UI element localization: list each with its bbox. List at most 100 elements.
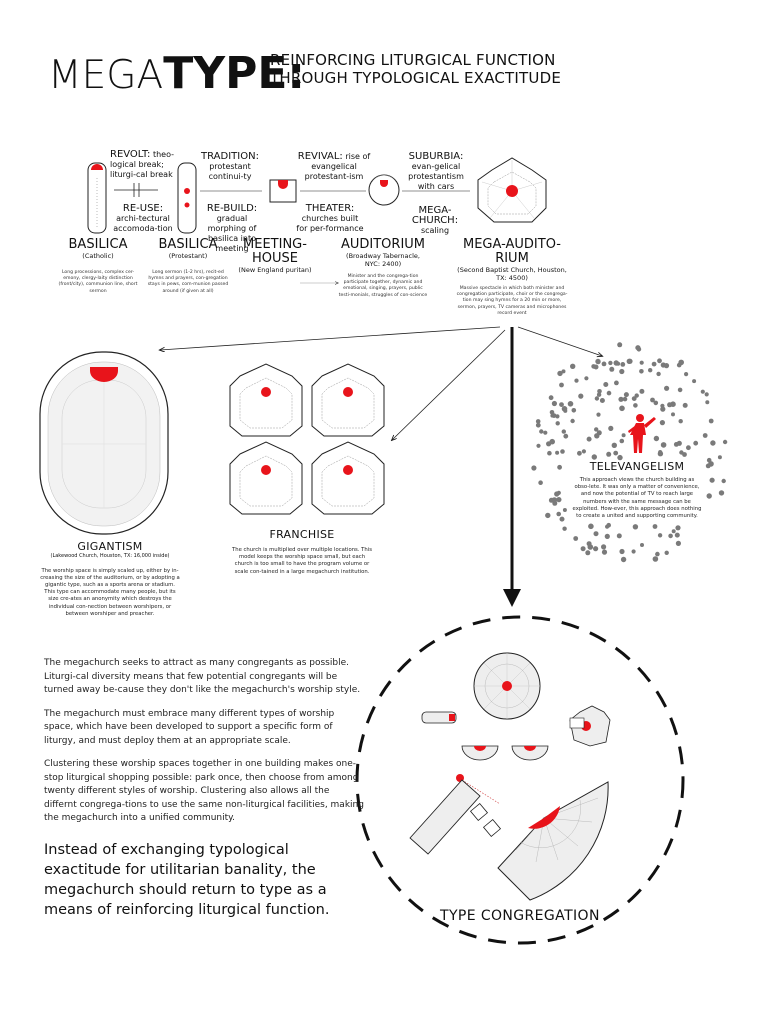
congregant-dot <box>561 406 568 412</box>
franchise-section: FRANCHISE The church is multiplied over … <box>230 528 374 576</box>
megachurch-text: scaling <box>420 226 450 235</box>
congregant-dot <box>648 368 653 373</box>
congregant-dot <box>677 387 683 393</box>
congregant-dot <box>586 436 592 442</box>
congregant-dot <box>704 392 709 397</box>
congregant-dot <box>709 477 715 483</box>
congregant-dot <box>597 389 602 394</box>
stage-sub: (Broadway Tabernacle, NYC: 2400) <box>346 252 420 268</box>
congregant-dot <box>692 379 697 384</box>
congregant-dot <box>652 524 658 529</box>
type-congregation-diagram <box>355 615 685 945</box>
congregant-dot <box>682 402 688 408</box>
congregant-dot <box>585 550 591 556</box>
congregant-dot <box>603 382 609 387</box>
congregant-dot <box>659 420 666 426</box>
gigantism-title: GIGANTISM <box>77 540 143 553</box>
congregant-dot <box>584 376 589 381</box>
congregant-dot <box>657 533 663 538</box>
congregant-dot <box>634 393 639 398</box>
figure-icon <box>628 414 656 453</box>
congregant-dot <box>619 438 625 444</box>
congregant-dot <box>562 508 567 512</box>
televangelism-title: TELEVANGELISM <box>589 460 685 473</box>
congregant-dot <box>619 368 625 375</box>
congregant-dot <box>531 465 537 471</box>
congregant-dot <box>684 372 689 377</box>
stage-sub: (Second Baptist Church, Houston, TX: 450… <box>457 266 567 282</box>
congregant-dot <box>676 362 682 368</box>
congregant-dot <box>686 445 691 451</box>
congregant-dot <box>559 382 564 388</box>
megachurch-label: MEGA-CHURCH: scaling <box>400 206 470 236</box>
stage-mega-auditorium: MEGA-AUDITO-RIUM (Second Baptist Church,… <box>456 238 568 317</box>
subtitle: REINFORCING LITURGICAL FUNCTION THROUGH … <box>270 51 561 87</box>
congregant-dot <box>587 544 594 550</box>
congregant-dot <box>599 398 605 403</box>
reuse-text: archi-tectural accomoda-tion <box>113 214 173 233</box>
congregant-dot <box>651 361 657 367</box>
gigantism-sub: (Lakewood Church, Houston, TX: 16,000 in… <box>50 553 170 559</box>
tradition-text: protestant continui-ty <box>208 162 252 181</box>
theater-text: churches built for per-formance <box>296 214 364 233</box>
congregant-dot <box>535 419 541 424</box>
congregant-dot <box>567 401 574 407</box>
congregant-dot <box>606 451 612 457</box>
revival-head: REVIVAL: <box>297 151 343 162</box>
congregant-dot <box>653 400 659 406</box>
megachurch-head: MEGA-CHURCH: <box>411 205 459 226</box>
congregant-dot <box>601 361 607 367</box>
congregant-dot <box>631 396 637 401</box>
congregant-dot <box>562 526 567 531</box>
congregant-dot <box>606 390 612 396</box>
stage-auditorium: AUDITORIUM (Broadway Tabernacle, NYC: 24… <box>338 238 428 299</box>
congregant-dot <box>593 546 599 552</box>
congregant-dot <box>679 450 684 455</box>
rebuild-text: gradual morphing of basilica into meetin… <box>207 214 257 253</box>
congregant-dot <box>570 418 575 424</box>
congregant-dot <box>671 529 676 534</box>
congregant-dot <box>670 401 676 408</box>
stage-desc: Minister and the congrega-tion participa… <box>338 274 428 298</box>
congregant-dot <box>577 450 582 456</box>
congregant-dot <box>557 370 563 377</box>
tradition-head: TRADITION: <box>201 151 259 162</box>
stage-name: BASILICA <box>68 237 128 252</box>
congregant-dot <box>718 490 725 496</box>
congregant-dot <box>551 400 558 407</box>
congregant-dot <box>596 412 601 417</box>
reuse-label: RE-USE: archi-tectural accomoda-tion <box>112 204 174 234</box>
congregant-dot <box>664 385 670 391</box>
basilica-protestant-plan <box>177 162 197 234</box>
stage-basilica-protestant: BASILICA (Protestant) Long sermon (1-2 h… <box>146 238 230 295</box>
auditorium-plan <box>368 174 400 206</box>
congregant-dot <box>593 364 599 370</box>
congregant-dot <box>581 449 587 454</box>
congregant-dot <box>663 363 670 369</box>
congregant-dot <box>545 512 551 519</box>
congregant-dot <box>639 388 645 394</box>
congregant-dot <box>710 440 716 446</box>
title-mega: MEGA <box>48 53 164 98</box>
subtitle-line2: THROUGH TYPOLOGICAL EXACTITUDE <box>270 69 562 87</box>
congregant-dot <box>700 389 705 394</box>
stage-name: BASILICA <box>158 237 218 252</box>
congregant-dot <box>633 403 638 408</box>
stage-sub: (New England puritan) <box>238 266 312 274</box>
stage-sub: (Protestant) <box>168 252 208 260</box>
congregant-dot <box>548 497 554 503</box>
congregant-dot <box>538 480 543 486</box>
main-title: MEGATYPE: <box>48 52 305 96</box>
congregant-dot <box>563 433 569 439</box>
congregant-dot <box>622 396 628 402</box>
congregant-dot <box>668 533 673 539</box>
congregant-dot <box>557 464 562 470</box>
congregant-dot <box>539 429 544 434</box>
congregant-dot <box>560 449 565 454</box>
stage-meeting-house: MEETING-HOUSE (New England puritan) <box>234 238 316 275</box>
congregant-dot <box>613 450 619 456</box>
congregant-dot <box>556 497 562 503</box>
congregant-dot <box>596 430 602 436</box>
congregant-dot <box>721 478 726 484</box>
